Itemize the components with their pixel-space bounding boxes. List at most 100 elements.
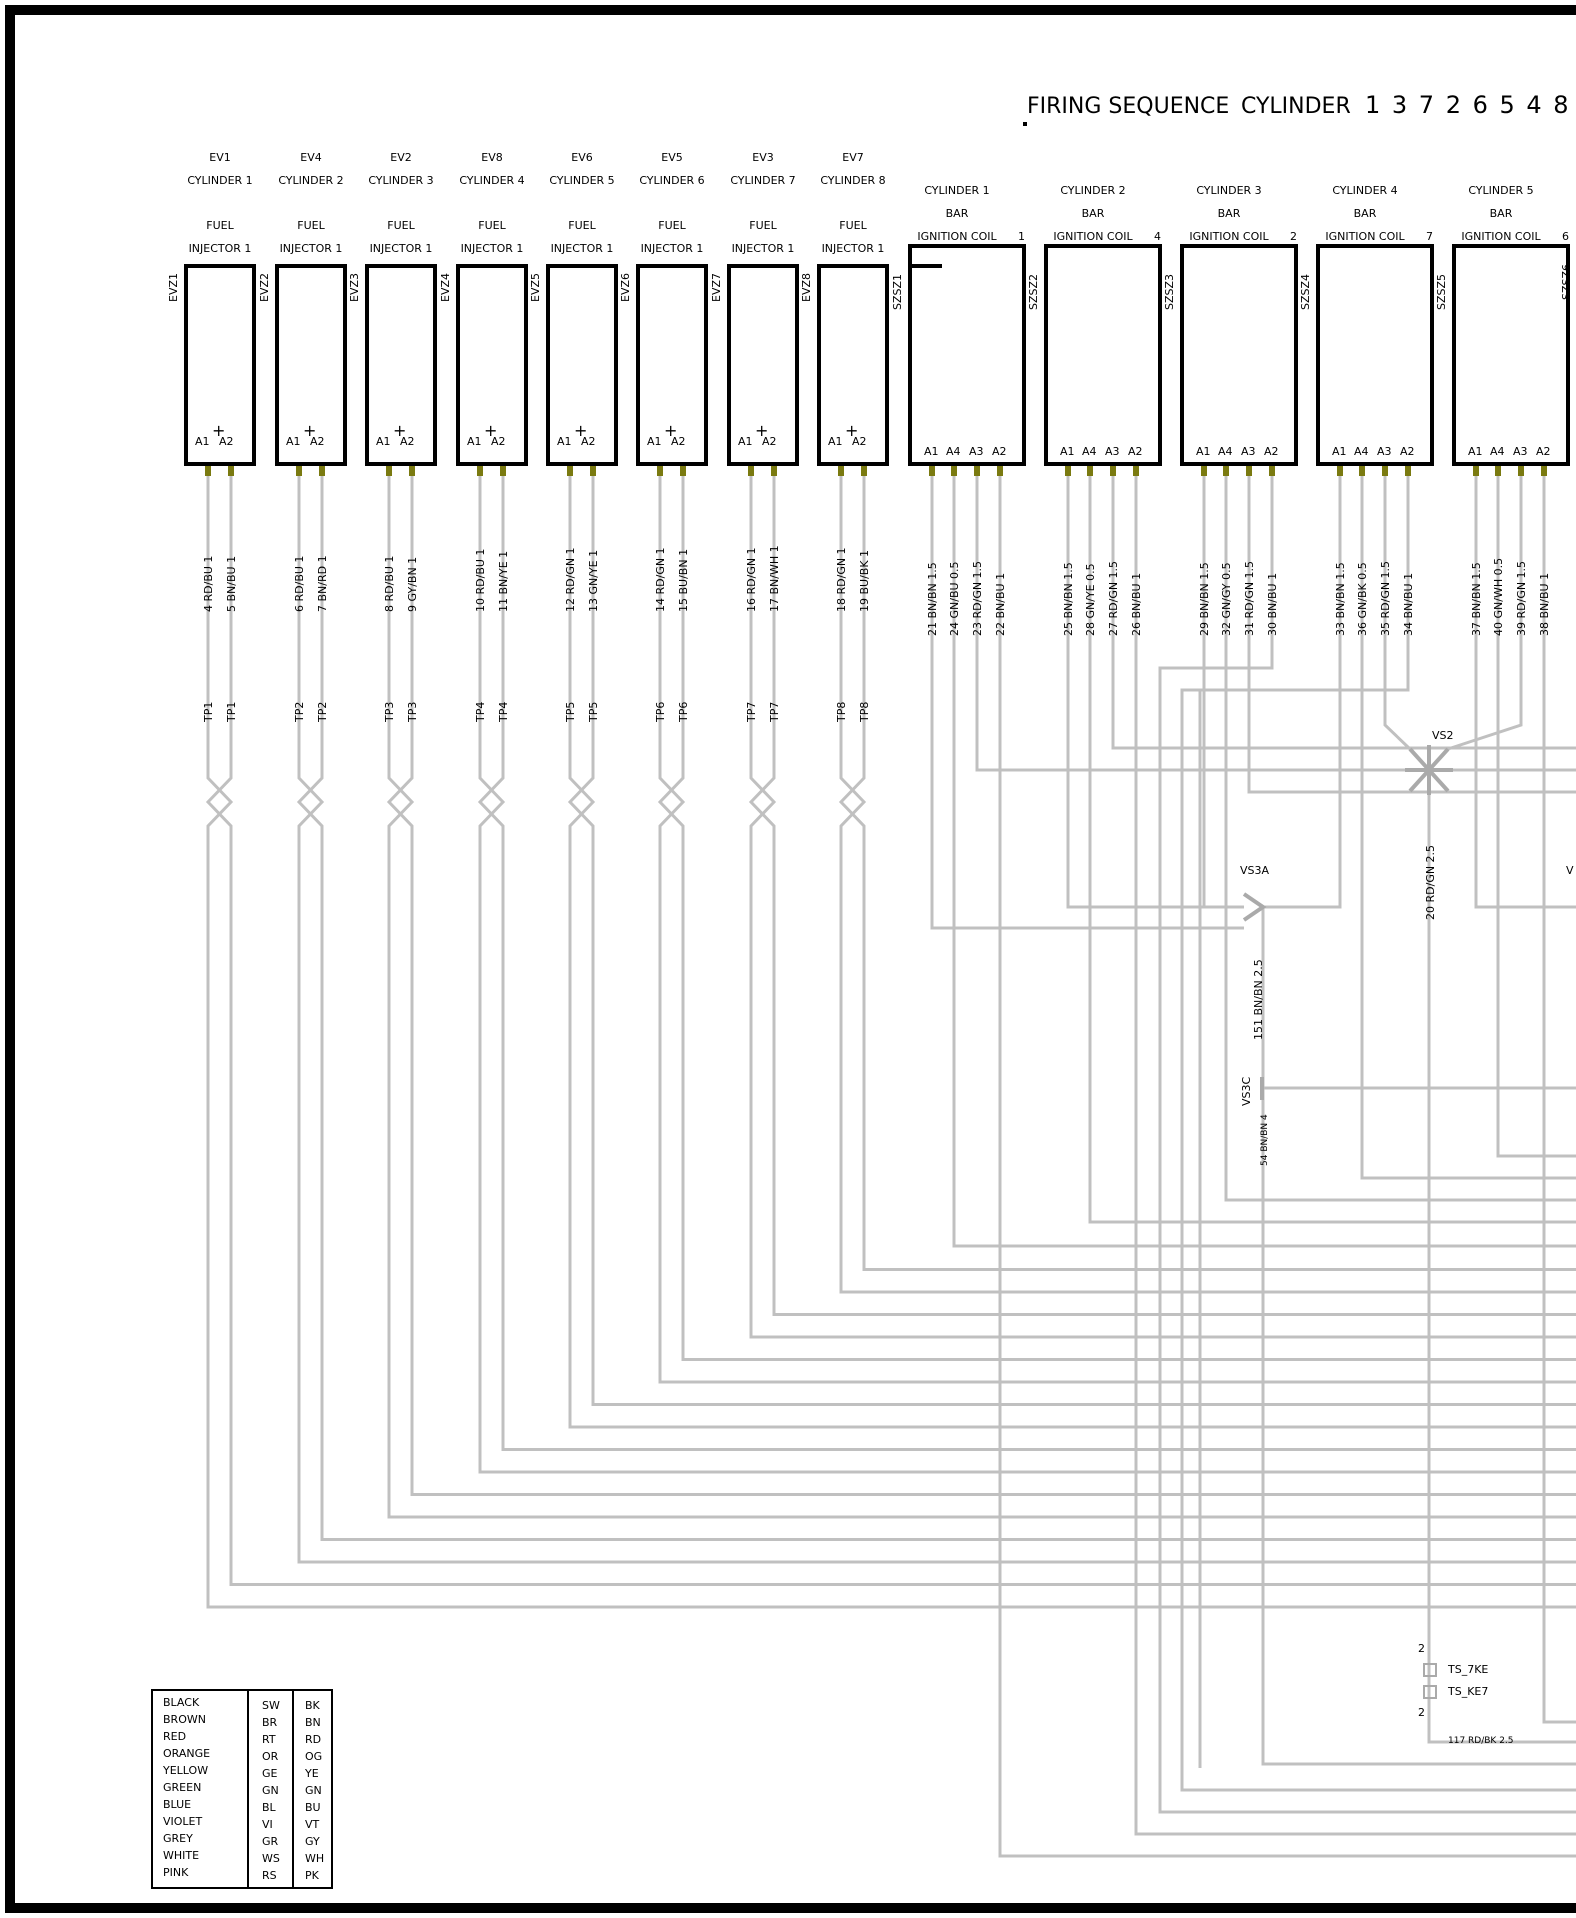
coil-number-label: 2 bbox=[1290, 230, 1297, 243]
pin-terminal bbox=[1337, 466, 1343, 476]
injector-cylinder-label: CYLINDER 6 bbox=[639, 174, 704, 187]
injector-type-label: FUEL bbox=[206, 219, 234, 232]
pin-terminal bbox=[680, 466, 686, 476]
pin-terminal bbox=[748, 466, 754, 476]
legend-color-name: YELLOW bbox=[162, 1764, 208, 1777]
vs3a-label: VS3A bbox=[1240, 864, 1270, 877]
terminal-group: 2 TS_7KE TS_KE7 2 117 RD/BK 2.5 bbox=[1418, 1642, 1514, 1746]
plus-symbol: + bbox=[484, 421, 497, 440]
legend-german-code: GE bbox=[262, 1767, 278, 1780]
test-point-label: TP3 bbox=[383, 702, 396, 723]
test-point-label: TP6 bbox=[654, 702, 667, 723]
coil4-a2 bbox=[1180, 476, 1576, 1792]
coil-pin-label: A2 bbox=[1128, 445, 1143, 458]
coil5-a3 bbox=[1447, 476, 1523, 751]
pin-terminal bbox=[1201, 466, 1207, 476]
pin-terminal bbox=[500, 466, 506, 476]
pin-terminal bbox=[319, 466, 325, 476]
coil-pin-label: A1 bbox=[1196, 445, 1211, 458]
firing-sequence-title: FIRING SEQUENCE CYLINDER 1 3 7 2 6 5 4 8 bbox=[1023, 91, 1569, 126]
coil-6-id-label: SZSZ6 bbox=[1560, 264, 1573, 300]
wire-label: 17 BN/WH 1 bbox=[768, 545, 781, 612]
pin-terminal bbox=[1110, 466, 1116, 476]
legend-color-name: GREY bbox=[163, 1832, 193, 1845]
pin-a1-label: A1 bbox=[195, 435, 210, 448]
vs2-down-wire-label: 20 RD/GN 2.5 bbox=[1424, 845, 1437, 920]
legend-german-code: RT bbox=[262, 1733, 276, 1746]
injector-cylinder-label: CYLINDER 2 bbox=[278, 174, 343, 187]
wire-label: 19 BU/BK 1 bbox=[858, 550, 871, 612]
coil-pin-label: A1 bbox=[1060, 445, 1075, 458]
coil1-a2 bbox=[998, 476, 1576, 1858]
legend-color-name: BLACK bbox=[163, 1696, 200, 1709]
coil4-a4 bbox=[1360, 476, 1576, 1180]
coil-number-label: 6 bbox=[1562, 230, 1569, 243]
coil5-a2 bbox=[1542, 476, 1576, 1724]
test-point-label: TP1 bbox=[225, 702, 238, 723]
coil-pin-label: A4 bbox=[1490, 445, 1505, 458]
coil2-a2 bbox=[1134, 476, 1576, 1836]
coil-name-label: IGNITION COIL bbox=[1461, 230, 1541, 243]
injector-type-label: FUEL bbox=[749, 219, 777, 232]
legend-color-name: ORANGE bbox=[163, 1747, 210, 1760]
coil-id-label: SZSZ4 bbox=[1299, 274, 1312, 310]
coil-name-label: IGNITION COIL bbox=[1053, 230, 1133, 243]
coil-number-label: 4 bbox=[1154, 230, 1161, 243]
legend-code: BK bbox=[305, 1699, 321, 1712]
pin-terminal bbox=[409, 466, 415, 476]
injector-cylinder-label: CYLINDER 7 bbox=[730, 174, 795, 187]
vs3c-down-wire-label: 54 BN/BN 4 bbox=[1260, 1114, 1270, 1166]
coil-pin-label: A4 bbox=[1218, 445, 1233, 458]
pin-terminal bbox=[1495, 466, 1501, 476]
legend-code: OG bbox=[305, 1750, 322, 1763]
pin-a2-label: A2 bbox=[491, 435, 506, 448]
wire-label: 15 BU/BN 1 bbox=[677, 549, 690, 612]
injector-ev-label: EV8 bbox=[481, 151, 502, 164]
drawing-frame bbox=[5, 5, 1576, 1913]
test-point-label: TP8 bbox=[858, 702, 871, 723]
pin-a1-label: A1 bbox=[647, 435, 662, 448]
plus-symbol: + bbox=[212, 421, 225, 440]
pin-terminal bbox=[1223, 466, 1229, 476]
title-left: FIRING SEQUENCE bbox=[1027, 94, 1229, 119]
wire-label: 30 BN/BU 1 bbox=[1266, 573, 1279, 636]
injector-cylinder-label: CYLINDER 5 bbox=[549, 174, 614, 187]
wire-label: 33 BN/BN 1.5 bbox=[1334, 562, 1347, 636]
pin-a2-label: A2 bbox=[852, 435, 867, 448]
pin-terminal bbox=[296, 466, 302, 476]
splice-vs3a: VS3A bbox=[1240, 864, 1270, 922]
pin-terminal bbox=[838, 466, 844, 476]
injector-ev-label: EV7 bbox=[842, 151, 863, 164]
wire-label: 5 BN/BU 1 bbox=[225, 556, 238, 612]
injector-wire-a2 bbox=[205, 476, 1576, 1586]
pin-terminal bbox=[567, 466, 573, 476]
pin-a1-label: A1 bbox=[557, 435, 572, 448]
injector-type-label: FUEL bbox=[387, 219, 415, 232]
plus-symbol: + bbox=[664, 421, 677, 440]
injector-name-label: INJECTOR 1 bbox=[370, 242, 433, 255]
vs2-label: VS2 bbox=[1432, 729, 1454, 742]
coil-pin-label: A3 bbox=[1105, 445, 1120, 458]
wire-label: 21 BN/BN 1.5 bbox=[926, 562, 939, 636]
coil3-a4 bbox=[1224, 476, 1576, 1202]
injector-name-label: INJECTOR 1 bbox=[280, 242, 343, 255]
injector-name-label: INJECTOR 1 bbox=[551, 242, 614, 255]
coil1-a3 bbox=[975, 476, 1576, 772]
coil1-a1 bbox=[930, 476, 1244, 930]
wire-label: 36 GN/BK 0.5 bbox=[1356, 562, 1369, 636]
pin-terminal bbox=[997, 466, 1003, 476]
splice-partial-label: V bbox=[1566, 864, 1574, 877]
injector-type-label: FUEL bbox=[658, 219, 686, 232]
test-point-label: TP3 bbox=[406, 702, 419, 723]
pin-terminal bbox=[951, 466, 957, 476]
coil-bar-label: BAR bbox=[1490, 207, 1513, 220]
pin-terminal bbox=[228, 466, 234, 476]
injector-type-label: FUEL bbox=[568, 219, 596, 232]
injector-ev-label: EV6 bbox=[571, 151, 592, 164]
